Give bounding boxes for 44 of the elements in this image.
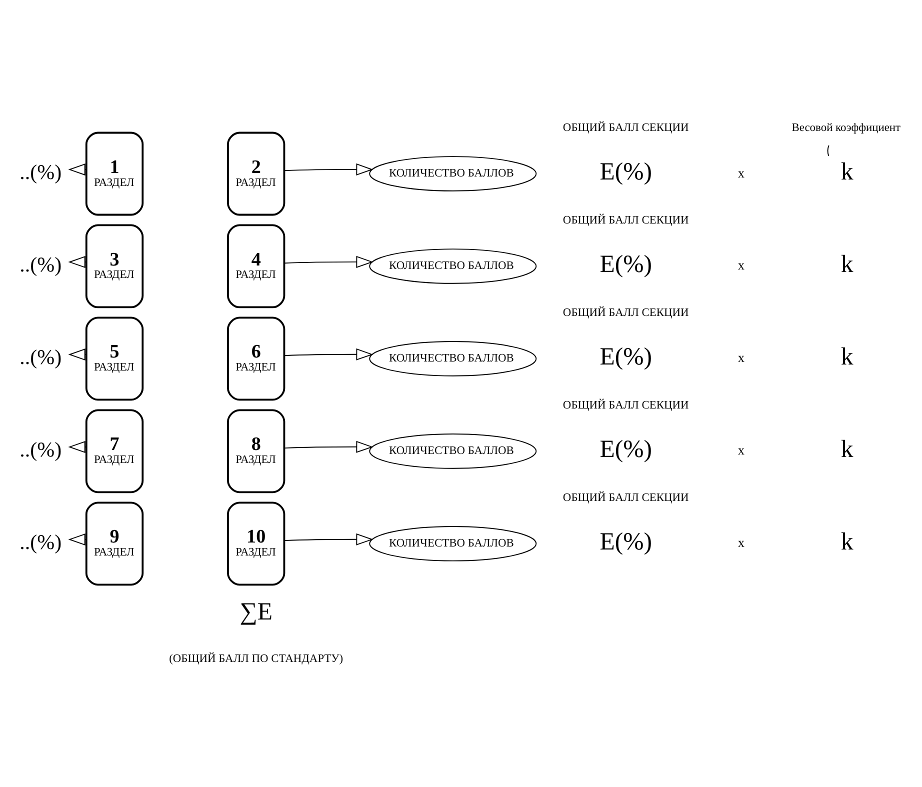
connector xyxy=(827,144,830,156)
label: k xyxy=(840,251,854,278)
node-ellipse: КОЛИЧЕСТВО БАЛЛОВ xyxy=(369,341,537,376)
node-box: 4 РАЗДЕЛ xyxy=(227,224,286,308)
label: ОБЩИЙ БАЛЛ СЕКЦИИ xyxy=(562,122,689,134)
arrow xyxy=(284,440,374,453)
label: ОБЩИЙ БАЛЛ СЕКЦИИ xyxy=(562,399,689,412)
node-text: Весовой коэффициент xyxy=(792,122,901,134)
label: E(%) xyxy=(600,344,652,371)
arrow xyxy=(284,163,374,176)
node-text: ..(%) xyxy=(20,345,62,370)
node-text: k xyxy=(840,158,854,186)
label: E(%) xyxy=(600,158,652,186)
arrow xyxy=(284,348,374,360)
label: x xyxy=(738,535,745,550)
node-box: 8 РАЗДЕЛ xyxy=(227,409,286,494)
node-text: ..(%) xyxy=(20,438,62,462)
node-ellipse: КОЛИЧЕСТВО БАЛЛОВ xyxy=(369,156,537,192)
node-box: 6 РАЗДЕЛ xyxy=(227,316,286,401)
label: k xyxy=(840,528,854,556)
arrow xyxy=(284,533,374,546)
node-box: 2 РАЗДЕЛ xyxy=(227,132,286,216)
node-box: 10 РАЗДЕЛ xyxy=(227,502,286,586)
label: E(%) xyxy=(600,251,652,278)
label: ОБЩИЙ БАЛЛ СЕКЦИИ xyxy=(562,214,689,226)
arrow xyxy=(284,256,374,268)
node-ellipse: КОЛИЧЕСТВО БАЛЛОВ xyxy=(369,248,537,284)
label: x xyxy=(738,258,745,273)
node-text: ..(%) xyxy=(20,160,62,184)
label: k xyxy=(840,436,854,464)
label: (ОБЩИЙ БАЛЛ ПО СТАНДАРТУ) xyxy=(169,652,344,665)
label: E(%) xyxy=(600,436,652,464)
label: k xyxy=(840,344,854,371)
label: E(%) xyxy=(600,528,652,556)
node-text: ..(%) xyxy=(20,530,62,554)
node-ellipse: КОЛИЧЕСТВО БАЛЛОВ xyxy=(369,526,537,562)
label: x xyxy=(738,442,745,458)
label: ∑E xyxy=(240,598,272,626)
node-text: ..(%) xyxy=(20,252,62,277)
label: ОБЩИЙ БАЛЛ СЕКЦИИ xyxy=(562,306,689,319)
node-ellipse: КОЛИЧЕСТВО БАЛЛОВ xyxy=(369,434,537,469)
label: x xyxy=(738,350,745,366)
label: x xyxy=(738,165,745,180)
label: ОБЩИЙ БАЛЛ СЕКЦИИ xyxy=(562,492,689,504)
